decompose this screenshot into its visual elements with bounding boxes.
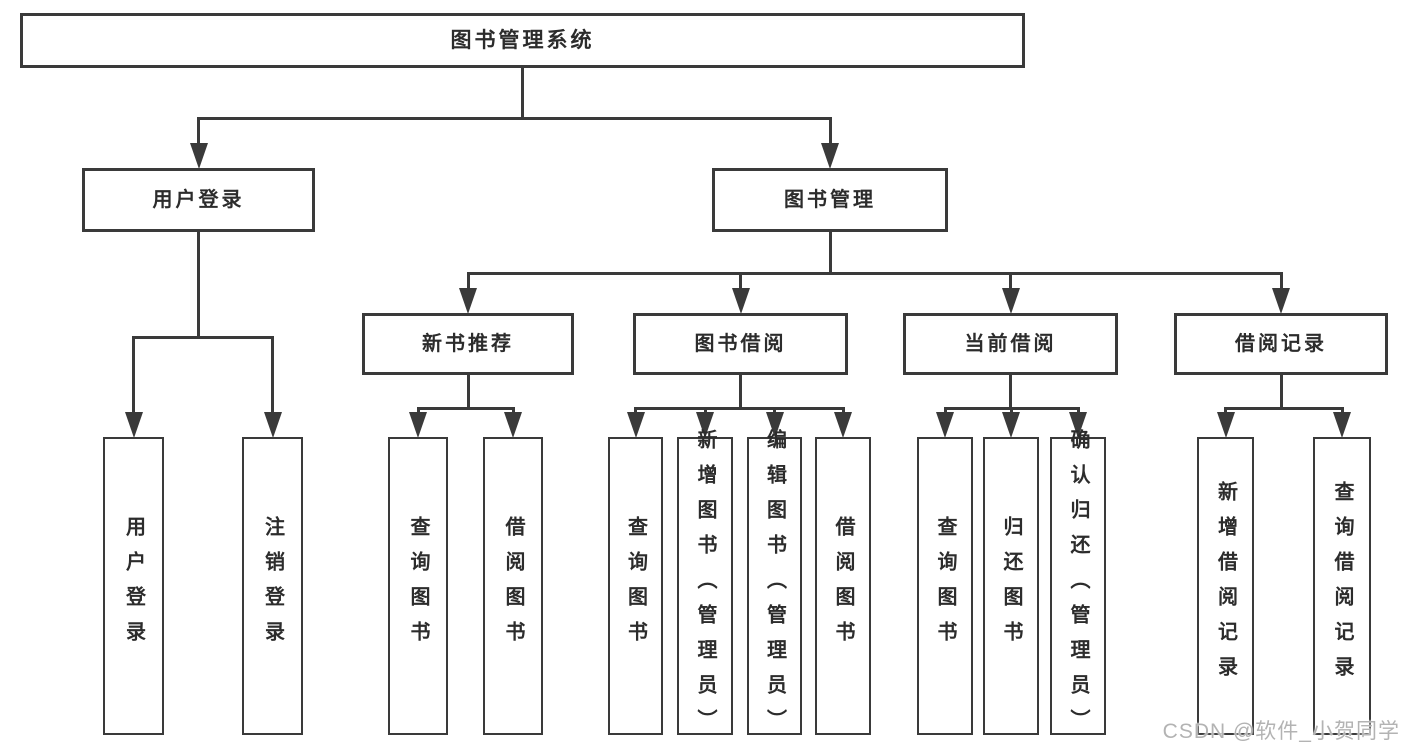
arrow-down-icon <box>1002 412 1020 438</box>
node-label: 用户登录 <box>152 189 245 211</box>
connector-stem <box>1279 375 1283 408</box>
connector-stem <box>1009 375 1012 408</box>
node-label: 图书管理 <box>784 189 876 211</box>
connector-drop <box>1279 273 1283 295</box>
connector-rail <box>132 335 274 339</box>
connector-drop <box>1076 408 1080 419</box>
node-root: 图书管理系统 <box>20 13 1025 68</box>
node-label: 当前借阅 <box>964 333 1057 355</box>
connector-stem <box>828 232 832 273</box>
connector-drop <box>1224 408 1227 419</box>
arrow-down-icon <box>834 412 852 438</box>
node-user-login: 用户登录 <box>82 168 315 232</box>
connector-rail <box>634 406 845 410</box>
arrow-down-icon <box>765 412 784 438</box>
arrow-down-icon <box>696 412 714 438</box>
node-label: 查询图书 <box>407 516 429 656</box>
arrow-down-icon <box>1272 288 1290 314</box>
node-br-query: 查询借阅记录 <box>1313 437 1371 735</box>
node-cb-confirm: 确认归还（管理员） <box>1050 429 1106 744</box>
node-book-mgmt: 图书管理 <box>712 168 948 232</box>
node-bb-borrow: 借阅图书 <box>815 437 871 735</box>
node-borrow-records: 借阅记录 <box>1174 313 1388 375</box>
arrow-down-icon <box>821 143 839 169</box>
connector-rail <box>197 116 832 120</box>
connector-drop <box>197 118 200 150</box>
connector-drop <box>828 118 832 150</box>
node-label: 新增借阅记录 <box>1214 481 1237 691</box>
arrow-down-icon <box>1333 412 1351 438</box>
arrow-down-icon <box>1001 288 1020 314</box>
arrow-down-icon <box>189 143 208 169</box>
connector-drop <box>1009 273 1012 295</box>
connector-drop <box>1340 408 1344 419</box>
connector-drop <box>943 408 947 419</box>
arrow-down-icon <box>459 288 477 314</box>
arrow-down-icon <box>936 412 954 438</box>
node-label: 查询图书 <box>934 516 956 656</box>
node-label: 新增图书（管理员） <box>694 428 716 744</box>
node-label: 借阅记录 <box>1235 333 1327 355</box>
arrow-down-icon <box>1216 412 1235 438</box>
node-label: 借阅图书 <box>832 516 854 656</box>
node-label: 图书管理系统 <box>450 28 595 52</box>
node-login-leaf: 用户登录 <box>103 437 164 735</box>
node-new-book-rec: 新书推荐 <box>362 313 574 375</box>
connector-drop <box>1009 408 1013 419</box>
node-logout-leaf: 注销登录 <box>242 437 303 735</box>
node-bb-query: 查询图书 <box>608 437 663 735</box>
node-label: 新书推荐 <box>422 333 514 355</box>
connector-rail <box>416 406 515 410</box>
node-label: 用户登录 <box>122 516 145 656</box>
node-label: 注销登录 <box>261 516 284 656</box>
connector-drop <box>466 273 470 295</box>
node-nbr-borrow: 借阅图书 <box>483 437 543 735</box>
arrow-down-icon <box>731 288 750 314</box>
arrow-down-icon <box>1069 412 1087 438</box>
connector-stem <box>739 375 742 408</box>
connector-drop <box>271 337 274 419</box>
arrow-down-icon <box>504 412 522 438</box>
connector-rail <box>1224 406 1344 410</box>
node-label: 借阅图书 <box>502 516 524 656</box>
connector-drop <box>739 273 742 295</box>
node-label: 图书借阅 <box>694 333 787 355</box>
node-nbr-query: 查询图书 <box>388 437 448 735</box>
watermark: CSDN @软件_小贺同学 <box>1162 720 1400 743</box>
node-label: 确认归还（管理员） <box>1067 428 1089 744</box>
arrow-down-icon <box>263 412 282 438</box>
connector-rail <box>466 271 1283 275</box>
connector-rail <box>943 406 1080 410</box>
connector-stem <box>521 68 524 118</box>
node-book-borrow: 图书借阅 <box>633 313 848 375</box>
arrow-down-icon <box>626 412 645 438</box>
node-label: 编辑图书（管理员） <box>763 428 786 744</box>
connector-stem <box>197 232 200 337</box>
arrow-down-icon <box>124 412 143 438</box>
node-current-borrow: 当前借阅 <box>903 313 1118 375</box>
node-bb-edit: 编辑图书（管理员） <box>747 429 802 744</box>
node-label: 归还图书 <box>1000 516 1022 656</box>
node-cb-query: 查询图书 <box>917 437 973 735</box>
connector-drop <box>132 337 135 419</box>
node-br-add: 新增借阅记录 <box>1197 437 1254 735</box>
connector-drop <box>841 408 845 419</box>
connector-drop <box>634 408 637 419</box>
arrow-down-icon <box>409 412 427 438</box>
connector-drop <box>703 408 707 419</box>
node-bb-add: 新增图书（管理员） <box>677 429 733 744</box>
node-cb-return: 归还图书 <box>983 437 1039 735</box>
node-label: 查询图书 <box>624 516 647 656</box>
connector-drop <box>773 408 776 419</box>
connector-stem <box>466 375 470 408</box>
node-label: 查询借阅记录 <box>1331 481 1353 691</box>
connector-drop <box>416 408 420 419</box>
connector-drop <box>511 408 515 419</box>
